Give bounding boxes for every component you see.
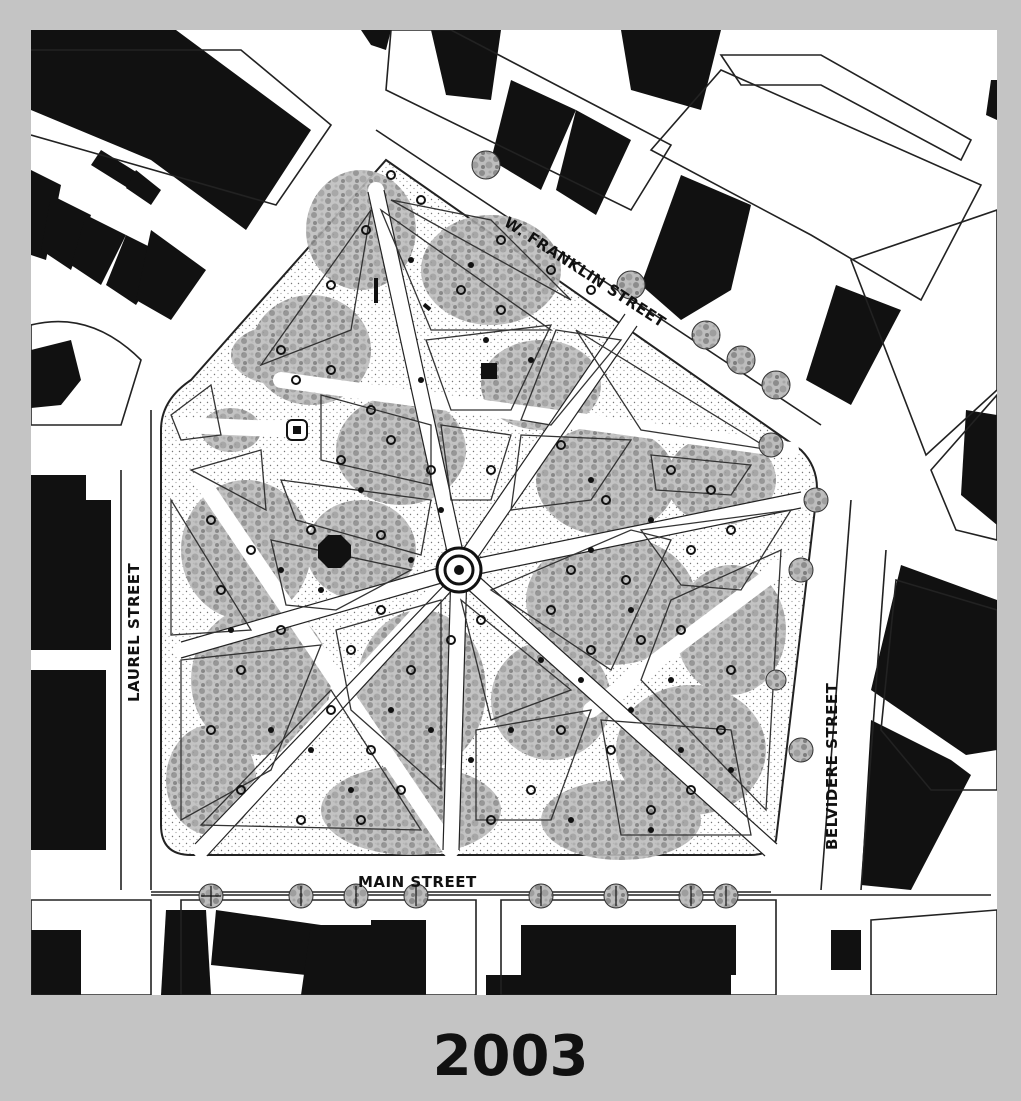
octagon-monument — [318, 535, 351, 568]
building — [41, 195, 91, 270]
building — [361, 30, 391, 50]
building — [301, 925, 391, 995]
building — [31, 500, 111, 650]
building — [861, 720, 971, 890]
plaza-block — [481, 363, 497, 379]
street-curbs — [31, 30, 997, 995]
walkways — [173, 182, 809, 858]
building — [871, 565, 997, 755]
building — [31, 30, 311, 230]
trees — [206, 170, 736, 825]
building — [31, 475, 86, 500]
building — [556, 110, 631, 215]
central-fountain — [435, 546, 483, 594]
building — [486, 975, 731, 995]
park — [160, 158, 818, 860]
building — [126, 170, 161, 205]
bench — [422, 302, 432, 312]
walkway-edges — [180, 189, 802, 857]
building — [806, 285, 901, 405]
park-plan-map: W. FRANKLIN STREET LAUREL STREET BELVIDE… — [31, 30, 997, 995]
building — [31, 340, 81, 408]
building — [31, 170, 61, 260]
building — [831, 930, 861, 970]
building — [641, 175, 751, 320]
building — [161, 910, 211, 995]
planting-beds — [170, 199, 793, 836]
building — [521, 925, 736, 975]
street-label-main: MAIN STREET — [358, 873, 477, 891]
building — [961, 410, 997, 525]
building — [491, 80, 576, 190]
building — [91, 150, 141, 190]
building — [71, 215, 126, 285]
building — [136, 230, 206, 320]
city-buildings — [31, 30, 997, 995]
street-label-laurel: LAUREL STREET — [125, 562, 143, 702]
square-monument — [286, 419, 308, 441]
year-caption: 2003 — [432, 1024, 589, 1089]
building — [211, 910, 321, 975]
street-label-belvidere: BELVIDERE STREET — [823, 682, 841, 850]
street-tree-marks — [201, 886, 727, 906]
building — [51, 750, 106, 810]
bench — [374, 278, 378, 303]
building — [621, 30, 721, 110]
tree-dots — [228, 257, 734, 833]
building — [986, 80, 997, 120]
building — [371, 920, 426, 995]
building — [31, 930, 81, 995]
